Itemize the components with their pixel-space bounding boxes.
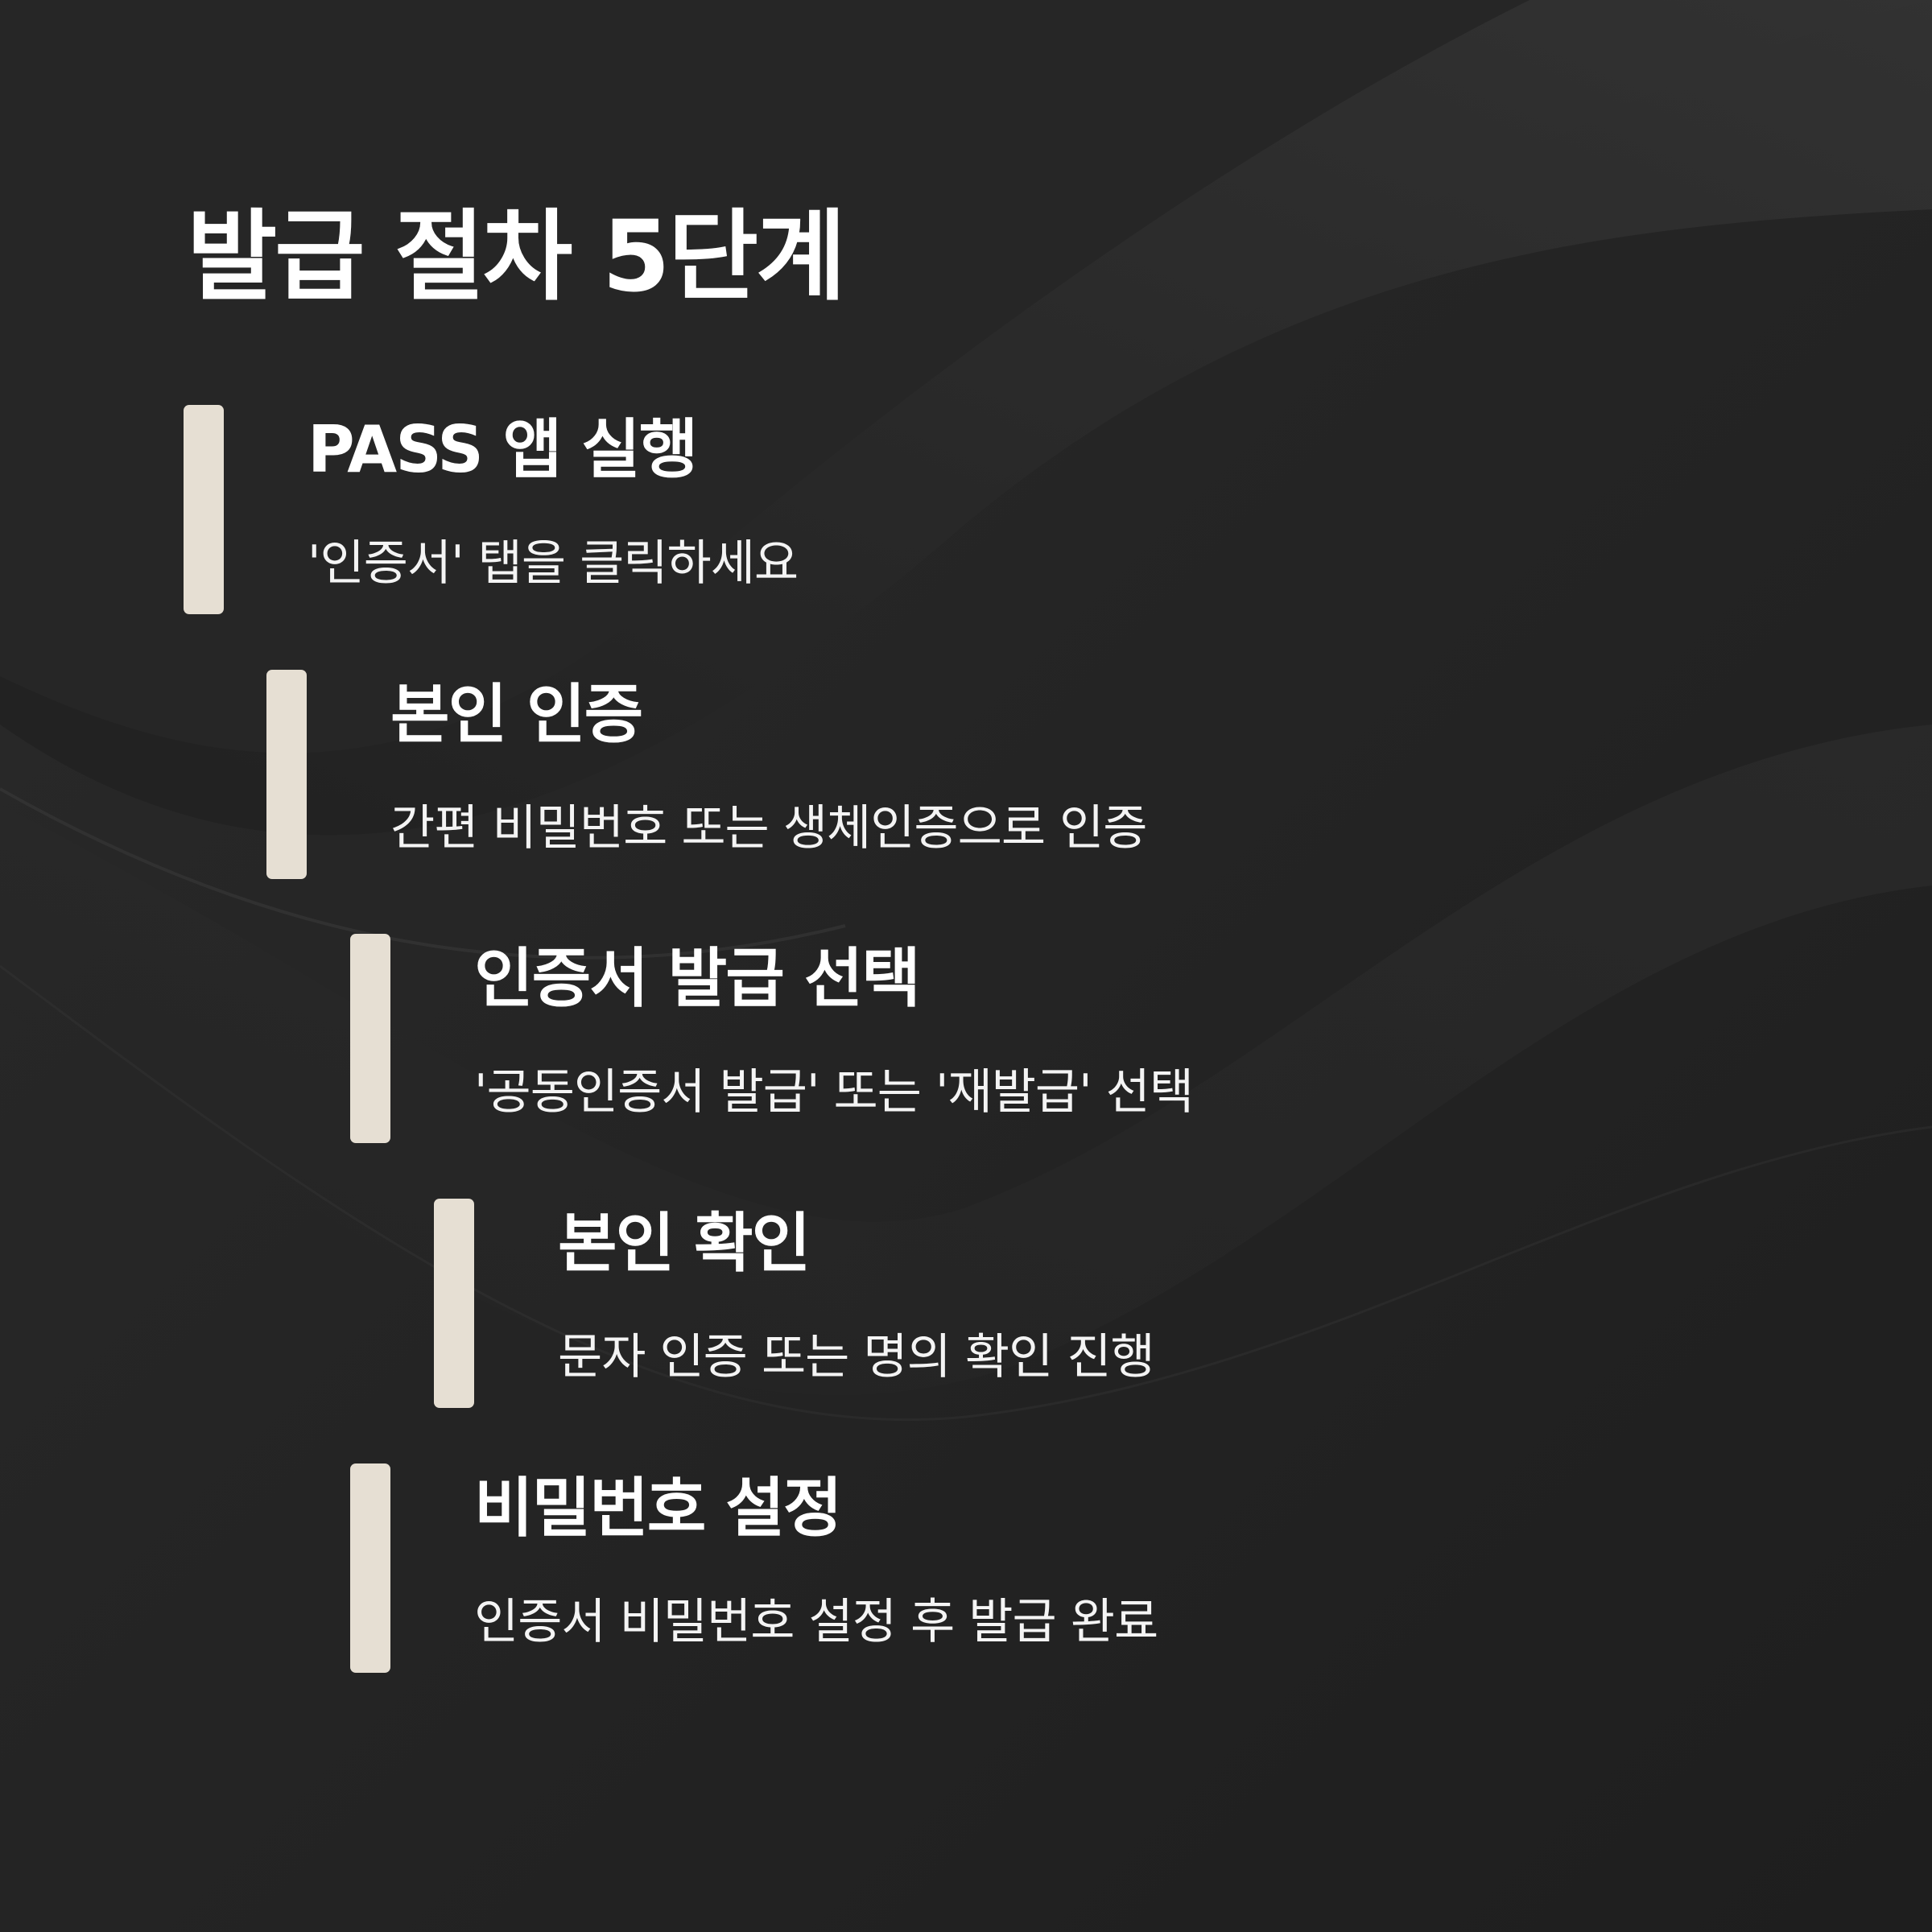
step-2-bar bbox=[266, 670, 307, 879]
step-1-description: '인증서' 탭을 클릭하세요 bbox=[308, 535, 799, 592]
step-5-description: 인증서 비밀번호 설정 후 발급 완료 bbox=[474, 1594, 1158, 1650]
step-5-bar bbox=[350, 1463, 390, 1673]
step-4-bar bbox=[434, 1199, 474, 1408]
step-3-description: '공동인증서 발급' 또는 '재발급' 선택 bbox=[474, 1064, 1194, 1121]
page-title: 발급 절차 5단계 bbox=[187, 200, 846, 314]
step-4-title: 본인 확인 bbox=[558, 1206, 811, 1281]
step-2-title: 본인 인증 bbox=[390, 677, 643, 752]
step-5-title: 비밀번호 설정 bbox=[474, 1471, 842, 1546]
step-3-title: 인증서 발급 선택 bbox=[474, 941, 921, 1016]
step-3-bar bbox=[350, 934, 390, 1143]
step-4-description: 문자 인증 또는 명의 확인 진행 bbox=[558, 1329, 1155, 1385]
step-2-description: 간편 비밀번호 또는 생체인증으로 인증 bbox=[390, 800, 1147, 857]
step-1-title: PASS 앱 실행 bbox=[308, 412, 698, 487]
step-1-bar bbox=[184, 405, 224, 614]
